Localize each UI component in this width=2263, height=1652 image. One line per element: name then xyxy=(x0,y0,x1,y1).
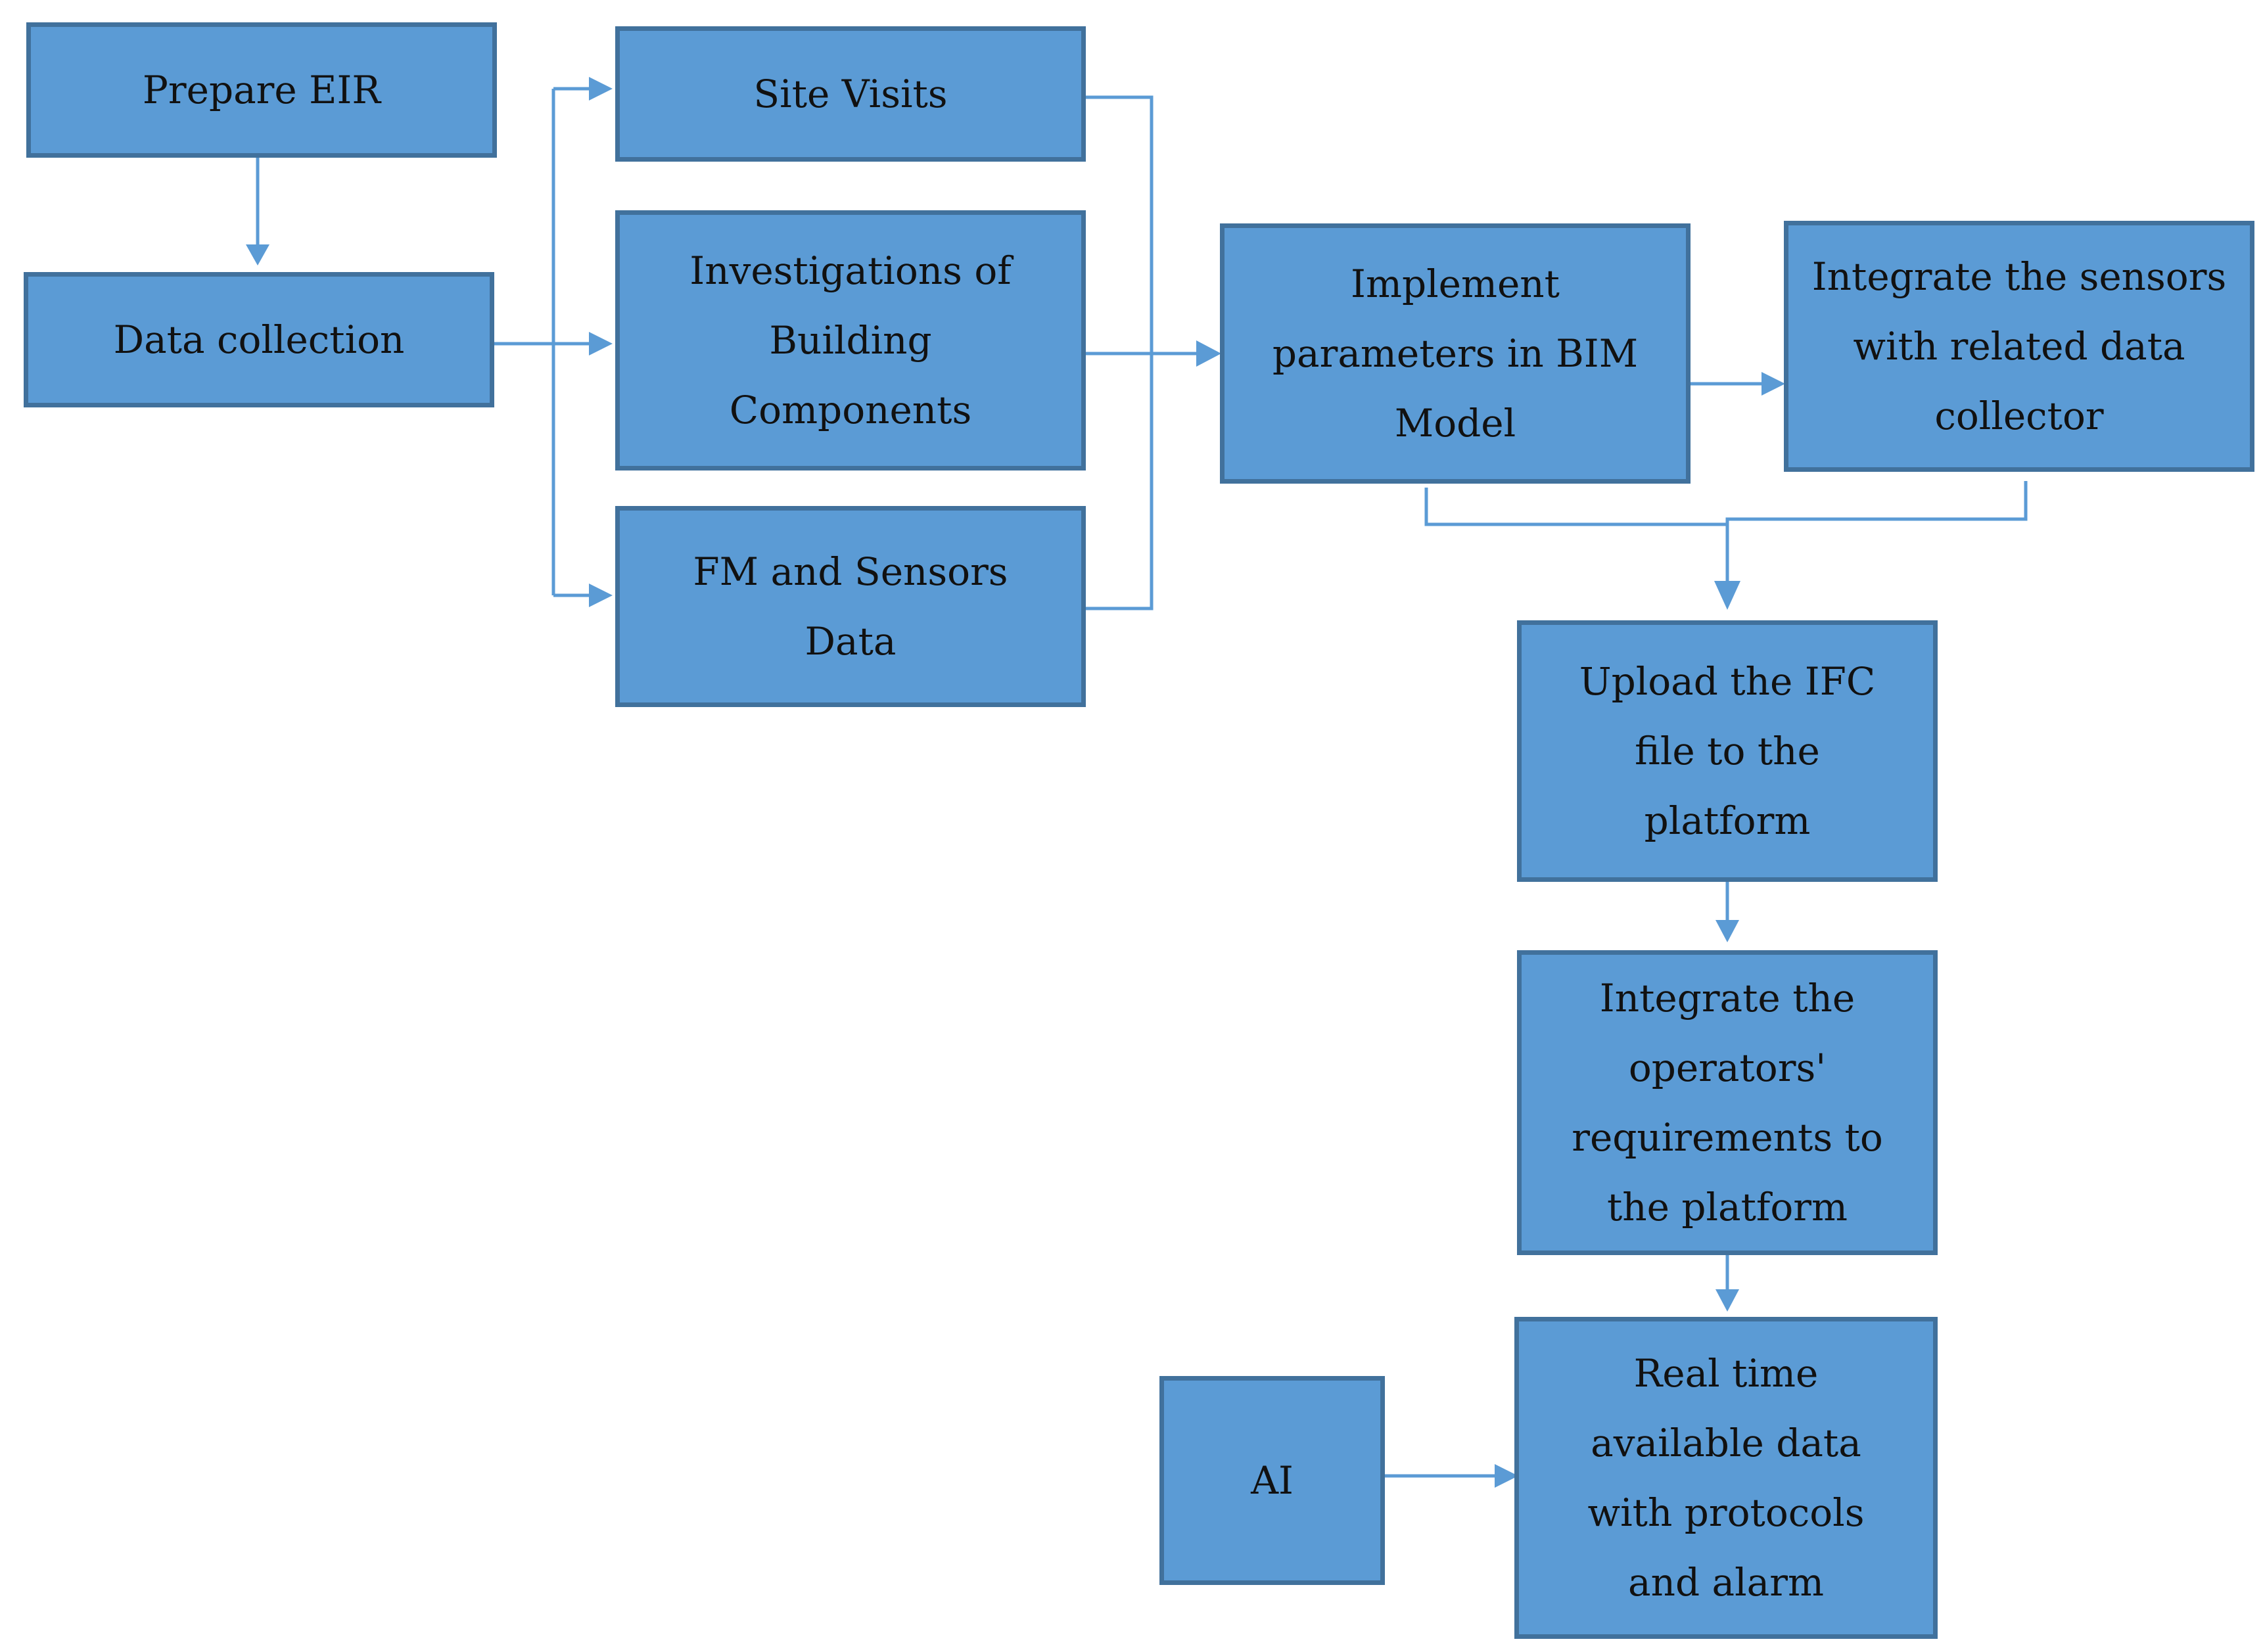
node-investigations: Investigations of Building Components xyxy=(615,210,1086,470)
edge-implement-down xyxy=(1424,488,1727,526)
arrowhead-ai-real-time xyxy=(1495,1464,1518,1488)
node-integrate-sensors: Integrate the sensors with related data … xyxy=(1784,221,2254,472)
arrowhead-data-collection xyxy=(246,244,269,265)
node-label: Integrate the operators' requirements to… xyxy=(1572,976,1883,1229)
arrowhead-implement xyxy=(1196,340,1221,367)
arrowhead-site-visits xyxy=(589,77,613,101)
node-label: Upload the IFC file to the platform xyxy=(1579,659,1876,843)
node-label: Prepare EIR xyxy=(142,68,381,112)
node-implement-parameters: Implement parameters in BIM Model xyxy=(1220,223,1691,484)
arrowhead-fm-sensors xyxy=(589,584,613,607)
node-data-collection: Data collection xyxy=(24,272,494,407)
node-label: Implement parameters in BIM Model xyxy=(1272,262,1639,446)
node-prepare-eir: Prepare EIR xyxy=(26,22,497,158)
node-label: FM and Sensors Data xyxy=(693,549,1008,664)
arrowhead-upload-ifc xyxy=(1714,581,1740,610)
node-fm-sensors: FM and Sensors Data xyxy=(615,506,1086,707)
arrowhead-real-time xyxy=(1715,1289,1739,1312)
node-label: Data collection xyxy=(113,317,405,362)
node-real-time: Real time available data with protocols … xyxy=(1514,1317,1938,1639)
arrowhead-operators xyxy=(1715,920,1739,942)
edge-integrate-sensors-down xyxy=(1725,481,2028,586)
node-label: Investigations of Building Components xyxy=(689,248,1012,432)
node-ai: AI xyxy=(1159,1376,1385,1585)
arrowhead-integrate-sensors xyxy=(1761,372,1785,396)
arrowhead-investigations xyxy=(589,332,613,356)
node-label: Integrate the sensors with related data … xyxy=(1811,254,2227,438)
node-label: Real time available data with protocols … xyxy=(1587,1351,1865,1605)
node-label: Site Visits xyxy=(753,72,948,116)
node-label: AI xyxy=(1251,1458,1294,1503)
node-site-visits: Site Visits xyxy=(615,26,1086,162)
node-integrate-operators: Integrate the operators' requirements to… xyxy=(1517,950,1938,1255)
node-upload-ifc: Upload the IFC file to the platform xyxy=(1517,620,1938,882)
